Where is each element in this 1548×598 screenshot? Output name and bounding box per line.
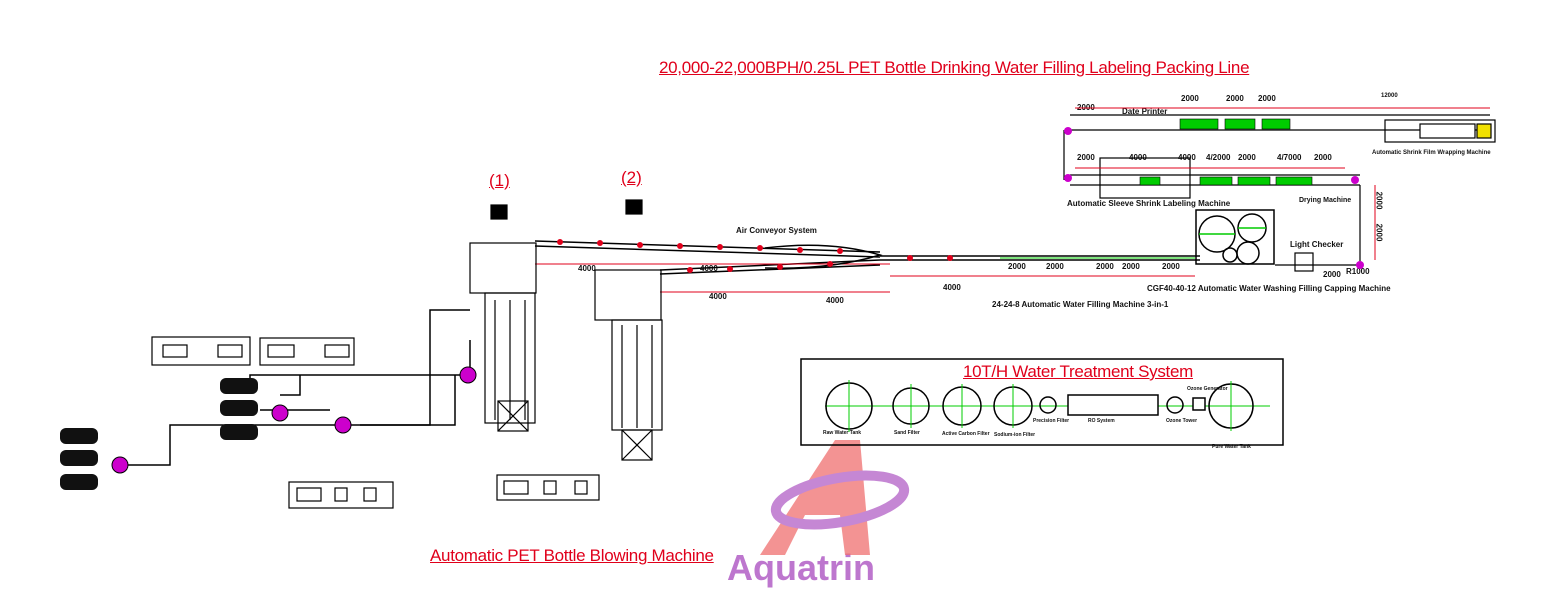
dimension-label: 2000 [1314, 153, 1332, 162]
sodium-filter-label: Sodium-ion Filter [994, 432, 1036, 438]
air-conveyor [534, 240, 1200, 293]
main-title: 20,000-22,000BPH/0.25L PET Bottle Drinki… [659, 58, 1250, 77]
dimension-label: 2000 [1122, 262, 1140, 271]
dimension-label: 2000 [1181, 94, 1199, 103]
dimension-label: 12000 [1381, 93, 1398, 99]
sleeve-labeling-label: Automatic Sleeve Shrink Labeling Machine [1067, 199, 1231, 208]
air-conveyor-label: Air Conveyor System [736, 226, 817, 235]
water-treatment-title: 10T/H Water Treatment System [963, 362, 1193, 381]
precision-filter-label: Precision Filter [1033, 418, 1070, 424]
machine-marker-2: (2) [621, 168, 642, 187]
dimension-label: 4000 [826, 296, 844, 305]
r1000-label: R1000 [1346, 267, 1370, 276]
air-piping [120, 309, 471, 466]
conveyor-fans [557, 239, 953, 273]
dimension-label: 2000 [1008, 262, 1026, 271]
packing-line-conveyors [1139, 118, 1313, 186]
blowing-machine-1 [469, 204, 537, 432]
dimension-label: 4000 [709, 292, 727, 301]
dimension-label: 2000 [1077, 153, 1095, 162]
dimension-label: 2000 [1046, 262, 1064, 271]
blowing-machine-title: Automatic PET Bottle Blowing Machine [430, 546, 714, 565]
dimension-label: 4/2000 [1206, 153, 1231, 162]
watermark-logo [760, 440, 910, 555]
dimension-label: 2000 [1162, 262, 1180, 271]
light-checker-label: Light Checker [1290, 240, 1344, 249]
ozone-tower-icon [1166, 396, 1184, 414]
ozone-generator-label: Ozone Generator [1187, 386, 1228, 392]
ozone-generator-icon [1192, 397, 1206, 411]
packing-line [1063, 107, 1496, 272]
filling-3in1-label: 24-24-8 Automatic Water Filling Machine … [992, 300, 1169, 309]
date-printer-label: Date Printer [1122, 107, 1168, 116]
water-treatment-panel [800, 358, 1284, 446]
dimension-label: 2000 [1238, 153, 1256, 162]
dimension-label: 4/7000 [1277, 153, 1302, 162]
machine-marker-1: (1) [489, 171, 510, 190]
dimension-label: 2000 [1226, 94, 1244, 103]
sand-filter-label: Sand Filter [894, 430, 920, 436]
control-panels [151, 336, 600, 509]
precision-filter-icon [1039, 396, 1057, 414]
dimension-label: 4000 [578, 264, 596, 273]
dimension-label: 2000 [1258, 94, 1276, 103]
cgf-filling-machine [1195, 209, 1275, 265]
cgf-machine-label: CGF40-40-12 Automatic Water Washing Fill… [1147, 284, 1391, 293]
ro-system-icon [1067, 394, 1159, 416]
raw-water-tank-label: Raw Water Tank [823, 430, 862, 436]
drying-machine-label: Drying Machine [1299, 197, 1352, 204]
carbon-filter-label: Active Carbon Filter [942, 431, 990, 437]
compressors [60, 366, 477, 490]
dimension-label: 2000 [1096, 262, 1114, 271]
pure-water-tank-label: Pure Water Tank [1212, 444, 1251, 450]
ozone-tower-label: Ozone Tower [1166, 418, 1198, 424]
blowing-machine-2 [594, 199, 663, 461]
shrink-wrapping-label: Automatic Shrink Film Wrapping Machine [1372, 150, 1491, 156]
turn-markers [1064, 127, 1364, 269]
dimension-label: 4000 [943, 283, 961, 292]
ro-system-label: RO System [1088, 418, 1115, 424]
dimension-label: 2000 [1323, 270, 1341, 279]
